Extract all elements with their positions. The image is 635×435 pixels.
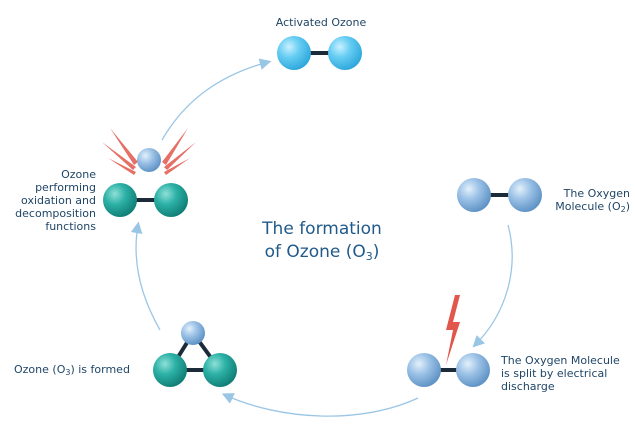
activated-ozone-label: Activated Ozone bbox=[275, 16, 367, 29]
free-oxygen-atom bbox=[181, 321, 205, 345]
cycle-arrow-performing-to-activated bbox=[161, 58, 272, 141]
oxygen-atom bbox=[203, 353, 237, 387]
oxygen-atom bbox=[103, 183, 137, 217]
performing-label-line2: performing bbox=[35, 181, 96, 194]
ozone-formed-label: Ozone (O3) is formed bbox=[14, 363, 130, 377]
oxygen-molecule-label-line2: Molecule (O2) bbox=[555, 200, 630, 214]
split-oxygen-molecule bbox=[407, 295, 490, 387]
title-line1: The formation bbox=[262, 219, 382, 239]
cycle-arrow-split-to-formed bbox=[221, 393, 419, 417]
oxygen-molecule bbox=[457, 178, 542, 212]
ozone-molecule-formed bbox=[153, 321, 237, 387]
released-oxygen-atom bbox=[137, 148, 161, 172]
split-molecule-label: The Oxygen Molecule is split by electric… bbox=[501, 354, 633, 393]
oxygen-molecule-label: The Oxygen Molecule (O2) bbox=[540, 187, 630, 214]
cycle-arrow-oxygen-to-split bbox=[472, 224, 513, 348]
performing-label-line5: functions bbox=[45, 220, 96, 233]
title-line2: of Ozone (O3) bbox=[264, 242, 380, 263]
ozone-performing-label: Ozone performing oxidation and decomposi… bbox=[4, 168, 96, 233]
oxygen-atom bbox=[328, 36, 362, 70]
lightning-bolt-icon bbox=[446, 295, 460, 365]
performing-label-line4: decomposition bbox=[15, 207, 96, 220]
oxygen-atom bbox=[154, 183, 188, 217]
oxygen-atom bbox=[457, 178, 491, 212]
split-label-line2: is split by electrical bbox=[501, 367, 608, 380]
split-label-line1: The Oxygen Molecule bbox=[501, 354, 620, 367]
split-label-line3: discharge bbox=[501, 380, 555, 393]
performing-label-line3: oxidation and bbox=[21, 194, 96, 207]
oxygen-atom bbox=[407, 353, 441, 387]
oxygen-atom bbox=[508, 178, 542, 212]
activated-ozone-molecule bbox=[277, 36, 362, 70]
oxygen-atom bbox=[456, 353, 490, 387]
diagram-title: The formation of Ozone (O3) bbox=[222, 218, 422, 264]
performing-label-line1: Ozone bbox=[61, 168, 96, 181]
oxygen-atom bbox=[153, 353, 187, 387]
ozone-performing-molecule bbox=[102, 128, 196, 217]
reaction-rays-icon bbox=[102, 128, 196, 175]
cycle-arrow-formed-to-performing bbox=[130, 221, 161, 331]
oxygen-atom bbox=[277, 36, 311, 70]
oxygen-molecule-label-line1: The Oxygen bbox=[563, 187, 630, 200]
